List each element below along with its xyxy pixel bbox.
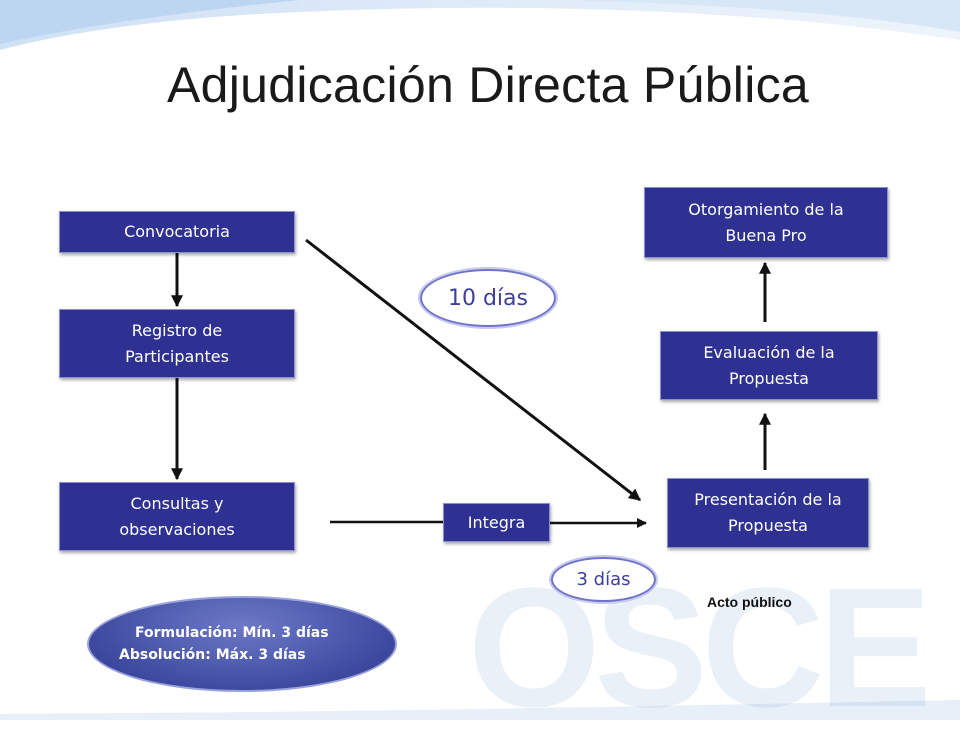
arrow-convocatoria-presentacion <box>305 238 641 502</box>
duration-10-dias: 10 días <box>420 269 556 327</box>
node-otorgamiento-line1: Otorgamiento de la <box>688 199 844 219</box>
node-evaluacion-line1: Evaluación de la <box>703 342 835 362</box>
node-registro-line1: Registro de <box>131 320 223 340</box>
node-registro-participantes: Registro de Participantes <box>59 309 295 378</box>
node-presentacion-line1: Presentación de la <box>694 490 842 509</box>
node-otorgamiento-line2: Buena Pro <box>725 225 807 245</box>
summary-formulacion: Formulación: Mín. 3 días <box>135 625 329 641</box>
duration-3-dias-label: 3 días <box>576 569 631 590</box>
node-registro-line2: Participantes <box>125 346 229 366</box>
node-consultas-line1: Consultas y <box>130 493 224 513</box>
summary-absolucion: Absolución: Máx. 3 días <box>119 647 306 663</box>
node-evaluacion-propuesta: Evaluación de la Propuesta <box>660 331 878 400</box>
node-convocatoria-label: Convocatoria <box>124 222 230 241</box>
flow-arrows <box>171 238 771 528</box>
node-integra: Integra <box>443 503 550 542</box>
node-presentacion-propuesta: Presentación de la Propuesta <box>667 478 869 548</box>
duration-10-dias-label: 10 días <box>447 285 528 311</box>
node-evaluacion-line2: Propuesta <box>729 368 809 388</box>
node-convocatoria: Convocatoria <box>59 211 295 253</box>
duration-3-dias: 3 días <box>551 557 656 602</box>
node-integra-label: Integra <box>467 512 526 532</box>
node-otorgamiento-buena-pro: Otorgamiento de la Buena Pro <box>644 187 888 258</box>
osce-watermark: OSCE <box>468 553 932 743</box>
node-presentacion-line2: Propuesta <box>728 516 808 535</box>
page-title: Adjudicación Directa Pública <box>166 57 810 113</box>
acto-publico-label: Acto público <box>707 594 792 610</box>
background-decoration <box>0 0 960 720</box>
node-consultas-line2: observaciones <box>119 519 235 539</box>
summary-oval: Formulación: Mín. 3 días Absolución: Máx… <box>87 596 397 692</box>
node-consultas-observaciones: Consultas y observaciones <box>59 482 295 551</box>
